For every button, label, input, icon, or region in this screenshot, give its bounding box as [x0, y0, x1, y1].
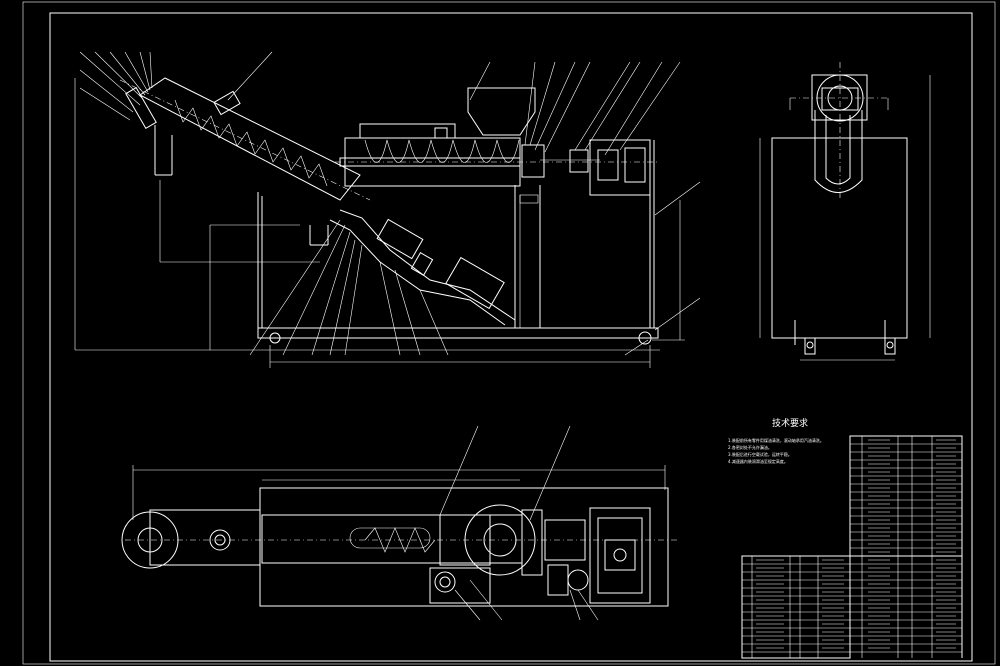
inlet-flange-plan	[121, 511, 179, 569]
plan-view	[121, 425, 680, 621]
outer-border	[22, 1, 996, 665]
notes-title: 技术要求	[772, 417, 808, 429]
note-4: 4.减速器内装润滑油至规定高度。	[728, 458, 788, 464]
front-view	[74, 51, 701, 368]
inclined-tube	[139, 77, 361, 201]
note-1: 1.装配前所有零件用煤油清洗，滚动轴承用汽油清洗。	[728, 437, 824, 443]
parts-list	[849, 435, 963, 658]
base-frame	[257, 327, 659, 339]
note-2: 2.各密封处不允许漏油。	[728, 444, 772, 450]
side-view	[759, 62, 931, 361]
title-block	[741, 555, 851, 659]
feed-hopper	[467, 87, 536, 136]
technical-notes: 技术要求 1.装配前所有零件用煤油清洗，滚动轴承用汽油清洗。 2.各密封处不允许…	[728, 417, 824, 464]
note-3: 3.装配后进行空载试验，运转平稳。	[728, 451, 792, 457]
inner-frame	[49, 12, 973, 662]
